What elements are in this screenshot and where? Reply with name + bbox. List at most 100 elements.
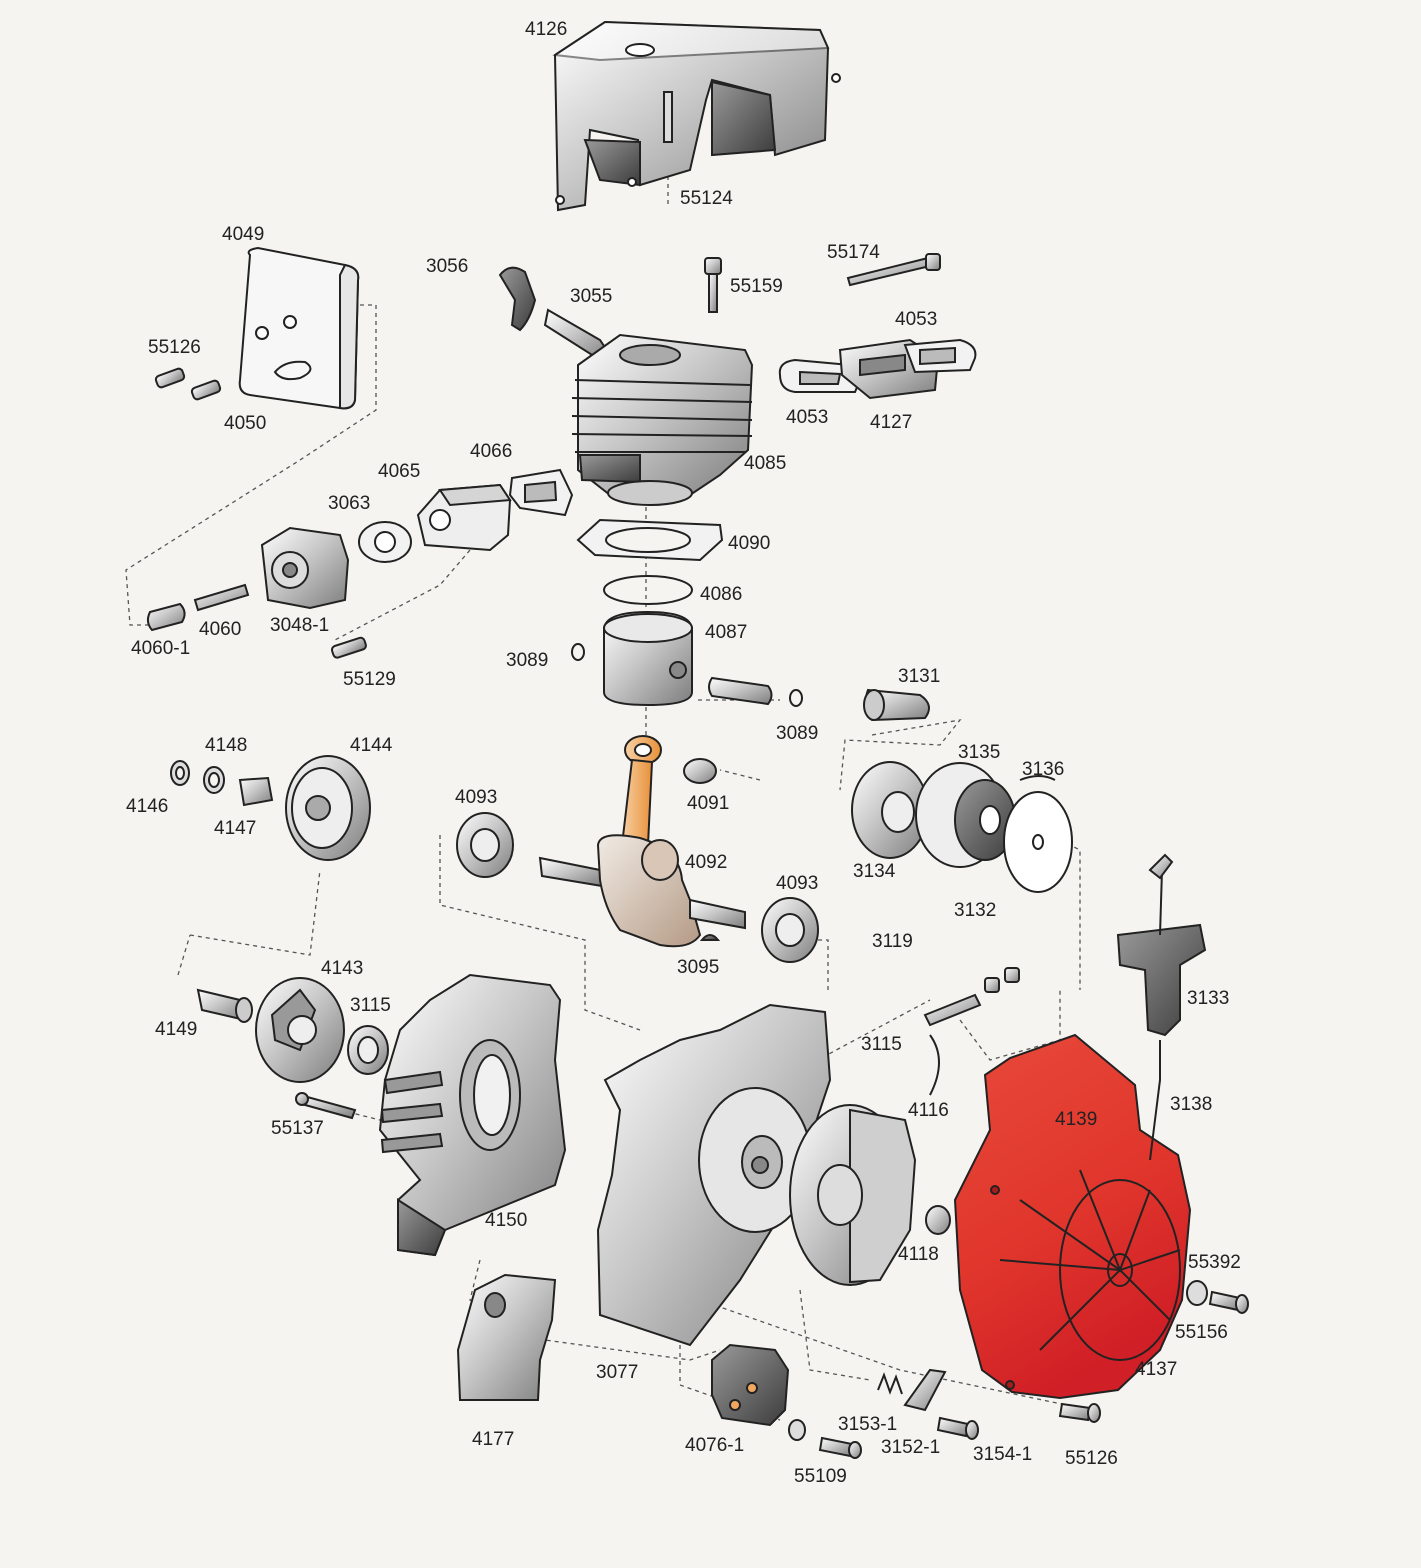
piston-ring-4086[interactable] — [603, 575, 693, 605]
piston-4087[interactable] — [603, 610, 693, 707]
label-4086: 4086 — [700, 584, 742, 605]
crankshaft-4092[interactable] — [538, 834, 746, 948]
label-3115-left: 3115 — [350, 995, 391, 1016]
bolt-55137[interactable] — [295, 1092, 357, 1120]
spring-3132[interactable] — [954, 779, 1016, 861]
label-55392: 55392 — [1188, 1252, 1241, 1273]
spring-3153-1[interactable] — [877, 1372, 903, 1395]
crankcase-half-4150[interactable] — [378, 973, 567, 1257]
label-3119: 3119 — [872, 931, 913, 952]
label-3077: 3077 — [596, 1362, 638, 1383]
label-55126-bottom: 55126 — [1065, 1448, 1118, 1469]
key-3095[interactable] — [699, 934, 721, 941]
label-4085: 4085 — [744, 453, 786, 474]
cylinder-4085[interactable] — [571, 333, 754, 506]
bearing-4147[interactable] — [238, 776, 274, 807]
cover-disk[interactable] — [1003, 791, 1073, 893]
fuel-line-4060[interactable] — [193, 583, 250, 612]
label-4126: 4126 — [525, 19, 567, 40]
label-55137: 55137 — [271, 1118, 324, 1139]
label-4177: 4177 — [472, 1429, 514, 1450]
bushing-3131[interactable] — [863, 688, 930, 722]
rope-3138[interactable] — [1148, 853, 1174, 1161]
screws-55126-top[interactable] — [154, 367, 222, 401]
ignition-coil-4076-1[interactable] — [711, 1343, 790, 1427]
label-4087: 4087 — [705, 622, 747, 643]
screw-55156[interactable] — [1208, 1290, 1249, 1314]
gasket-4066[interactable] — [508, 468, 574, 517]
nut-4118[interactable] — [925, 1205, 951, 1235]
carburetor-3048-1[interactable] — [260, 526, 350, 610]
piston-pin[interactable] — [708, 676, 773, 706]
label-3152-1: 3152-1 — [881, 1437, 940, 1458]
label-4150: 4150 — [485, 1210, 527, 1231]
label-4093-left: 4093 — [455, 787, 497, 808]
handle-3133[interactable] — [1116, 923, 1207, 1037]
label-4146: 4146 — [126, 796, 168, 817]
gasket-4090[interactable] — [576, 518, 724, 562]
label-3115-right: 3115 — [861, 1034, 902, 1055]
label-55109: 55109 — [794, 1466, 847, 1487]
label-4049: 4049 — [222, 224, 264, 245]
filter-4060-1[interactable] — [146, 602, 186, 632]
label-4116: 4116 — [908, 1100, 949, 1121]
label-4053-bottom: 4053 — [786, 407, 828, 428]
label-4076-1: 4076-1 — [685, 1435, 744, 1456]
cylinder-shroud-4126[interactable] — [552, 20, 841, 212]
gasket-4053-left[interactable] — [778, 358, 862, 393]
bearing-3115-left[interactable] — [347, 1025, 389, 1075]
label-3063: 3063 — [328, 493, 370, 514]
washer-55392[interactable] — [1186, 1280, 1208, 1306]
ignition-wire-4116[interactable] — [923, 967, 1020, 1096]
plate-4177[interactable] — [456, 1273, 557, 1401]
label-3133: 3133 — [1187, 988, 1229, 1009]
shaft-4149[interactable] — [196, 988, 253, 1023]
screw-3154-1[interactable] — [936, 1416, 979, 1440]
intake-4065[interactable] — [416, 483, 512, 552]
air-filter-cover-4049[interactable] — [238, 246, 360, 410]
bearing-4091[interactable] — [683, 758, 717, 784]
label-55174: 55174 — [827, 242, 880, 263]
label-3134: 3134 — [853, 861, 896, 882]
label-3056: 3056 — [426, 256, 468, 277]
bolt-55159[interactable] — [704, 257, 722, 313]
label-4065: 4065 — [378, 461, 420, 482]
label-4137: 4137 — [1135, 1359, 1177, 1380]
clutch-4143[interactable] — [255, 977, 345, 1083]
clutch-drum-4144[interactable] — [285, 755, 371, 861]
label-55124: 55124 — [680, 188, 733, 209]
label-3048-1: 3048-1 — [270, 615, 329, 636]
gasket-4053-right[interactable] — [903, 338, 977, 374]
pulley-3134[interactable] — [851, 761, 929, 859]
gasket-3063[interactable] — [358, 521, 412, 563]
label-4139: 4139 — [1055, 1109, 1097, 1130]
label-3055: 3055 — [570, 286, 612, 307]
starter-housing-4139[interactable] — [953, 1033, 1192, 1400]
label-3089-right: 3089 — [776, 723, 818, 744]
label-3138: 3138 — [1170, 1094, 1212, 1115]
label-55126-top: 55126 — [148, 337, 201, 358]
flywheel-4118[interactable] — [789, 1104, 917, 1286]
screw-55109[interactable] — [818, 1436, 862, 1459]
bearing-4093-left[interactable] — [456, 812, 514, 878]
circlip-3089-left[interactable] — [571, 643, 585, 661]
spring-3136[interactable] — [1019, 775, 1056, 781]
circlip-3089-right[interactable] — [789, 689, 803, 707]
label-4091: 4091 — [687, 793, 729, 814]
label-4060: 4060 — [199, 619, 241, 640]
pawl-3152-1[interactable] — [903, 1368, 947, 1412]
bolt-55174[interactable] — [846, 253, 941, 287]
crankcase-3115[interactable] — [596, 1003, 832, 1347]
washer-4148[interactable] — [203, 766, 225, 794]
label-3131: 3131 — [898, 666, 940, 687]
screw-55126-bottom[interactable] — [1058, 1402, 1101, 1423]
bearing-4093-right[interactable] — [761, 897, 819, 963]
connecting-rod[interactable] — [620, 735, 662, 846]
label-4147: 4147 — [214, 818, 256, 839]
spark-plug-cap-3056[interactable] — [498, 266, 537, 332]
washer-4146[interactable] — [170, 760, 190, 786]
label-3089-left: 3089 — [506, 650, 548, 671]
washer-55109[interactable] — [788, 1419, 806, 1441]
screw-55129[interactable] — [330, 636, 367, 659]
